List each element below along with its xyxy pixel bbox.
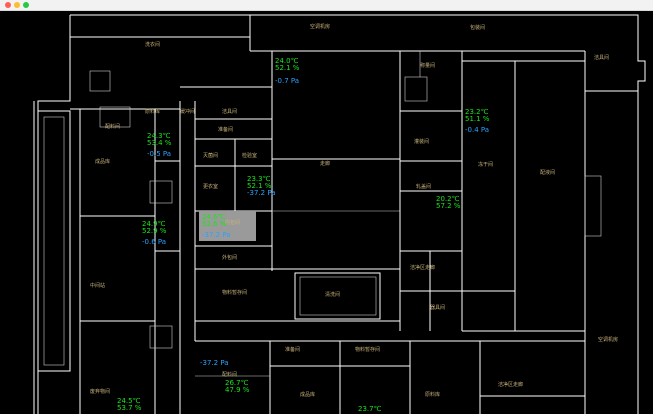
sensor-bottom-right[interactable]: 23.7℃ bbox=[358, 405, 382, 413]
room-label: 更衣室 bbox=[203, 183, 218, 190]
room-label: 空调机房 bbox=[310, 23, 330, 30]
room-label: 洁具间 bbox=[222, 108, 237, 115]
sensor-bottom-center[interactable]: 26.7℃ 47.9 % -37.2 Pa bbox=[200, 359, 250, 394]
sensor-left-upper[interactable]: 24.3℃ 53.4 % -0.5 Pa bbox=[147, 132, 172, 158]
zoom-icon[interactable] bbox=[23, 2, 29, 8]
svg-text:26.7℃: 26.7℃ bbox=[225, 379, 249, 387]
svg-text:57.2 %: 57.2 % bbox=[436, 202, 461, 210]
svg-text:-0.4 Pa: -0.4 Pa bbox=[465, 126, 489, 134]
room-label: 洗衣间 bbox=[145, 41, 160, 48]
svg-text:24.0℃: 24.0℃ bbox=[275, 57, 299, 65]
room-label: 检验室 bbox=[242, 152, 257, 159]
room-label: 原料库 bbox=[145, 108, 160, 115]
sensor-top-center[interactable]: 24.0℃ 52.1 % -0.7 Pa bbox=[275, 57, 300, 85]
close-icon[interactable] bbox=[5, 2, 11, 8]
sensor-right-upper[interactable]: 23.2℃ 51.1 % -0.4 Pa bbox=[465, 108, 490, 134]
window-titlebar bbox=[0, 0, 653, 11]
room-label: 配液间 bbox=[540, 169, 555, 176]
minimize-icon[interactable] bbox=[14, 2, 20, 8]
room-label: 物料暂存间 bbox=[355, 346, 380, 353]
svg-text:53.4 %: 53.4 % bbox=[147, 139, 172, 147]
sensor-right-mid[interactable]: 20.2℃ 57.2 % bbox=[436, 195, 461, 210]
room-label: 称量间 bbox=[420, 62, 435, 69]
room-label: 外包间 bbox=[222, 254, 237, 261]
room-label: 原料库 bbox=[425, 391, 440, 398]
svg-text:51.1 %: 51.1 % bbox=[465, 115, 490, 123]
room-labels: 洗衣间 空调机房 包装间 成品库 原料库 配料间 缓冲间 洁具间 准备间 灭菌间… bbox=[90, 23, 618, 398]
svg-text:-37.2 Pa: -37.2 Pa bbox=[200, 359, 229, 367]
room-label: 配料间 bbox=[222, 371, 237, 378]
room-label: 内包间 bbox=[225, 219, 240, 226]
room-label: 走廊 bbox=[320, 160, 330, 167]
floor-plan: 洗衣间 空调机房 包装间 成品库 原料库 配料间 缓冲间 洁具间 准备间 灭菌间… bbox=[0, 11, 653, 414]
room-label: 包装间 bbox=[470, 24, 485, 31]
right-block-walls bbox=[399, 51, 602, 332]
room-label: 洁具间 bbox=[594, 54, 609, 61]
svg-text:20.2℃: 20.2℃ bbox=[436, 195, 460, 203]
room-label: 中间站 bbox=[90, 282, 105, 289]
room-label: 轧盖间 bbox=[416, 183, 431, 190]
left-wing-walls bbox=[37, 70, 196, 414]
room-label: 洁净区走廊 bbox=[410, 264, 435, 271]
sensor-left-mid[interactable]: 24.9℃ 52.9 % -0.6 Pa bbox=[142, 220, 167, 246]
svg-text:23.7℃: 23.7℃ bbox=[358, 405, 382, 413]
svg-text:-0.5 Pa: -0.5 Pa bbox=[147, 150, 171, 158]
svg-text:-0.6 Pa: -0.6 Pa bbox=[142, 238, 166, 246]
room-label: 洁净区走廊 bbox=[498, 381, 523, 388]
room-label: 冻干间 bbox=[478, 161, 493, 168]
svg-text:52.1 %: 52.1 % bbox=[247, 182, 272, 190]
room-label: 空调机房 bbox=[598, 336, 618, 343]
svg-text:52.1 %: 52.1 % bbox=[275, 64, 300, 72]
room-label: 准备间 bbox=[285, 346, 300, 353]
svg-text:52.6 %: 52.6 % bbox=[202, 220, 227, 228]
room-label: 物料暂存间 bbox=[222, 289, 247, 296]
svg-text:-37.2 Pa: -37.2 Pa bbox=[247, 189, 276, 197]
svg-text:53.7 %: 53.7 % bbox=[117, 404, 142, 412]
sensor-center[interactable]: 23.3℃ 52.1 % -37.2 Pa bbox=[247, 175, 276, 197]
room-label: 配料间 bbox=[105, 123, 120, 130]
svg-text:24.5℃: 24.5℃ bbox=[117, 397, 141, 405]
room-label: 废弃物间 bbox=[90, 388, 110, 395]
sensor-bottom-left[interactable]: 24.5℃ 53.7 % bbox=[117, 397, 142, 412]
svg-text:-0.7 Pa: -0.7 Pa bbox=[275, 77, 299, 85]
room-label: 成品库 bbox=[95, 158, 110, 165]
room-label: 灌装间 bbox=[414, 138, 429, 145]
sensor-highlighted[interactable]: 24.6℃ 52.6 % -37.2 Pa bbox=[202, 213, 231, 239]
svg-text:47.9 %: 47.9 % bbox=[225, 386, 250, 394]
room-label: 器具间 bbox=[430, 304, 445, 311]
svg-text:24.6℃: 24.6℃ bbox=[202, 213, 226, 221]
svg-text:-37.2 Pa: -37.2 Pa bbox=[202, 231, 231, 239]
svg-text:52.9 %: 52.9 % bbox=[142, 227, 167, 235]
bottom-zone-walls bbox=[195, 340, 585, 414]
room-label: 准备间 bbox=[218, 126, 233, 133]
room-label: 成品库 bbox=[300, 391, 315, 398]
svg-text:23.2℃: 23.2℃ bbox=[465, 108, 489, 116]
svg-text:23.3℃: 23.3℃ bbox=[247, 175, 271, 183]
svg-text:24.9℃: 24.9℃ bbox=[142, 220, 166, 228]
svg-text:24.3℃: 24.3℃ bbox=[147, 132, 171, 140]
floor-plan-viewport[interactable]: 洗衣间 空调机房 包装间 成品库 原料库 配料间 缓冲间 洁具间 准备间 灭菌间… bbox=[0, 11, 653, 414]
room-label: 缓冲间 bbox=[180, 108, 195, 115]
room-label: 灭菌间 bbox=[203, 152, 218, 159]
selected-room-highlight[interactable] bbox=[199, 211, 256, 241]
room-label: 清洗间 bbox=[325, 291, 340, 298]
